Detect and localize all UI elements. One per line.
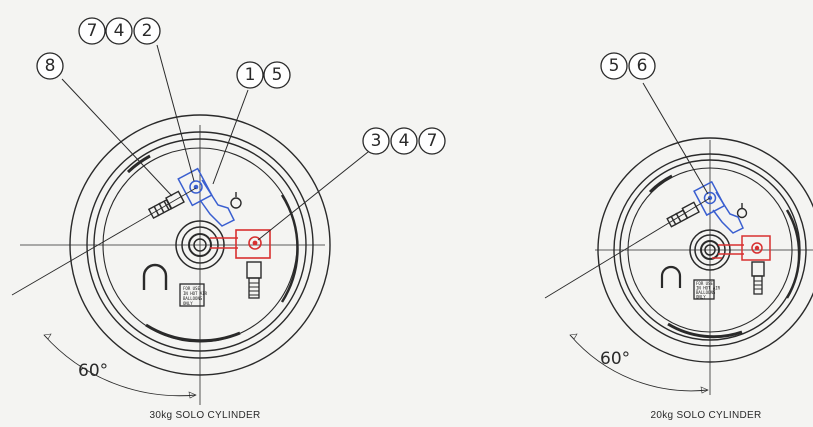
caption-20kg: 20kg SOLO CYLINDER xyxy=(651,410,762,421)
plate-text-20kg-4: ONLY xyxy=(696,295,706,300)
plate-text-30kg-2: IN HOT AIR xyxy=(183,291,208,296)
cylinder-20kg-drawing: FOR USE IN HOT AIR BALLOONS ONLY xyxy=(544,52,813,421)
leader-56 xyxy=(642,82,709,195)
callout-group-742: 7 4 2 xyxy=(78,17,161,45)
callout-number: 2 xyxy=(142,21,153,41)
angle-label-20kg: 60° xyxy=(600,349,630,369)
caption-30kg: 30kg SOLO CYLINDER xyxy=(150,410,261,421)
leader-742 xyxy=(156,44,195,182)
plate-text-30kg-4: ONLY xyxy=(183,301,193,306)
leader-15 xyxy=(212,89,249,185)
callout-number: 6 xyxy=(637,56,648,76)
leader-8 xyxy=(61,78,173,197)
plate-text-30kg-3: BALLOONS xyxy=(183,296,203,301)
callout-number: 4 xyxy=(114,21,125,41)
callout-group-56: 5 6 xyxy=(600,52,656,80)
plate-text-20kg-1: FOR USE xyxy=(696,281,713,286)
plate-text-30kg-1: FOR USE xyxy=(183,286,200,291)
callout-number: 7 xyxy=(87,21,98,41)
callout-number: 5 xyxy=(272,65,283,85)
callout-number: 8 xyxy=(45,56,56,76)
angle-label-30kg: 60° xyxy=(78,361,108,381)
callout-number: 1 xyxy=(245,65,256,85)
callout-number: 7 xyxy=(427,131,438,151)
callout-number: 3 xyxy=(371,131,382,151)
leader-347 xyxy=(257,151,369,241)
callout-number: 4 xyxy=(399,131,410,151)
plate-text-20kg-2: IN HOT AIR xyxy=(696,286,721,291)
callout-group-8: 8 xyxy=(36,52,64,80)
cylinder-30kg-drawing: FOR USE IN HOT AIR BALLOONS ONLY xyxy=(11,17,446,421)
callout-group-347: 3 4 7 xyxy=(362,127,446,155)
callout-number: 5 xyxy=(609,56,620,76)
callout-group-15: 1 5 xyxy=(236,61,291,89)
plate-text-20kg-3: BALLOONS xyxy=(696,290,716,295)
